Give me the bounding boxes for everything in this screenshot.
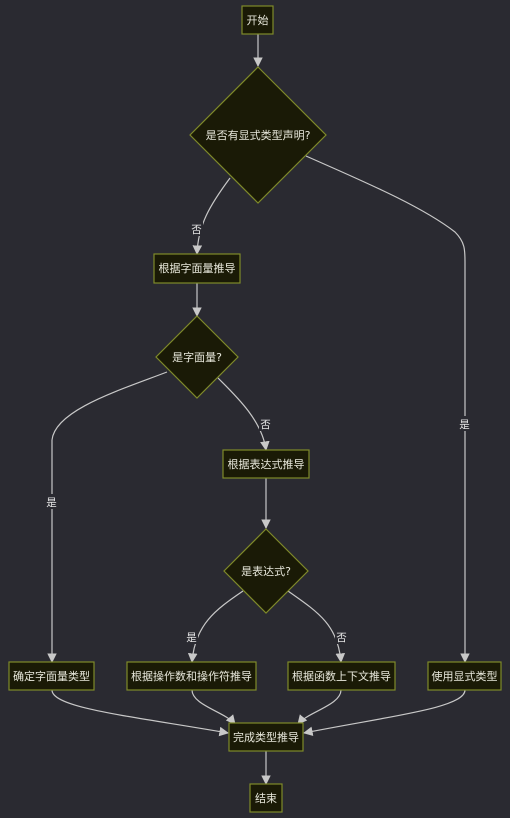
- edge-q-literal-yes: [47, 371, 168, 663]
- infer-by-context-label: 根据函数上下文推导: [292, 669, 391, 683]
- edge-context-to-finish: [297, 689, 342, 725]
- infer-by-expression-label: 根据表达式推导: [228, 457, 305, 471]
- edge-explicit-to-finish: [303, 689, 466, 737]
- start-node-label: 开始: [247, 13, 269, 27]
- decision-literal-label: 是字面量?: [172, 350, 222, 364]
- edge-operands-to-finish: [191, 689, 236, 725]
- end-node-label: 结束: [255, 792, 277, 805]
- infer-by-operands-node: [126, 661, 257, 691]
- infer-by-literal-node: [153, 253, 241, 284]
- infer-by-literal-label: 根据字面量推导: [159, 261, 236, 275]
- edge-set-literal-to-finish: [51, 689, 229, 737]
- edges: [47, 34, 470, 785]
- set-literal-type-node: [8, 661, 95, 691]
- end-node: [249, 783, 283, 813]
- finish-inference-node: [228, 722, 304, 752]
- start-node: [241, 5, 274, 35]
- edge-q-expr-yes: [187, 590, 244, 663]
- label-literal-no: 否: [260, 419, 271, 431]
- infer-by-operands-label: 根据操作数和操作符推导: [131, 669, 252, 683]
- infer-by-expression-node: [222, 449, 310, 479]
- decision-explicit-type: [189, 66, 327, 204]
- label-explicit-no: 否: [191, 224, 202, 236]
- decision-explicit-type-label: 是否有显式类型声明?: [206, 128, 311, 142]
- use-explicit-type-label: 使用显式类型: [432, 669, 498, 683]
- infer-by-context-node: [287, 661, 396, 691]
- decision-expression-label: 是表达式?: [241, 564, 291, 578]
- edge-q-literal-no: [217, 377, 270, 451]
- nodes: 开始 是否有显式类型声明? 根据字面量推导 是字面量? 根据表达式推导 是表达式…: [8, 5, 502, 813]
- set-literal-type-label: 确定字面量类型: [13, 669, 90, 683]
- label-expr-no: 否: [336, 632, 347, 644]
- label-explicit-yes: 是: [459, 419, 470, 431]
- decision-expression: [223, 528, 309, 614]
- use-explicit-type-node: [427, 661, 502, 691]
- edge-q-explicit-yes: [305, 155, 470, 663]
- label-expr-yes: 是: [186, 632, 197, 644]
- edge-labels: 否 是 是 否 是 否: [45, 221, 471, 644]
- decision-literal: [155, 315, 239, 399]
- edge-q-expr-no: [287, 590, 346, 663]
- label-literal-yes: 是: [46, 497, 57, 509]
- finish-inference-label: 完成类型推导: [233, 730, 299, 744]
- edge-q-explicit-no: [192, 177, 231, 255]
